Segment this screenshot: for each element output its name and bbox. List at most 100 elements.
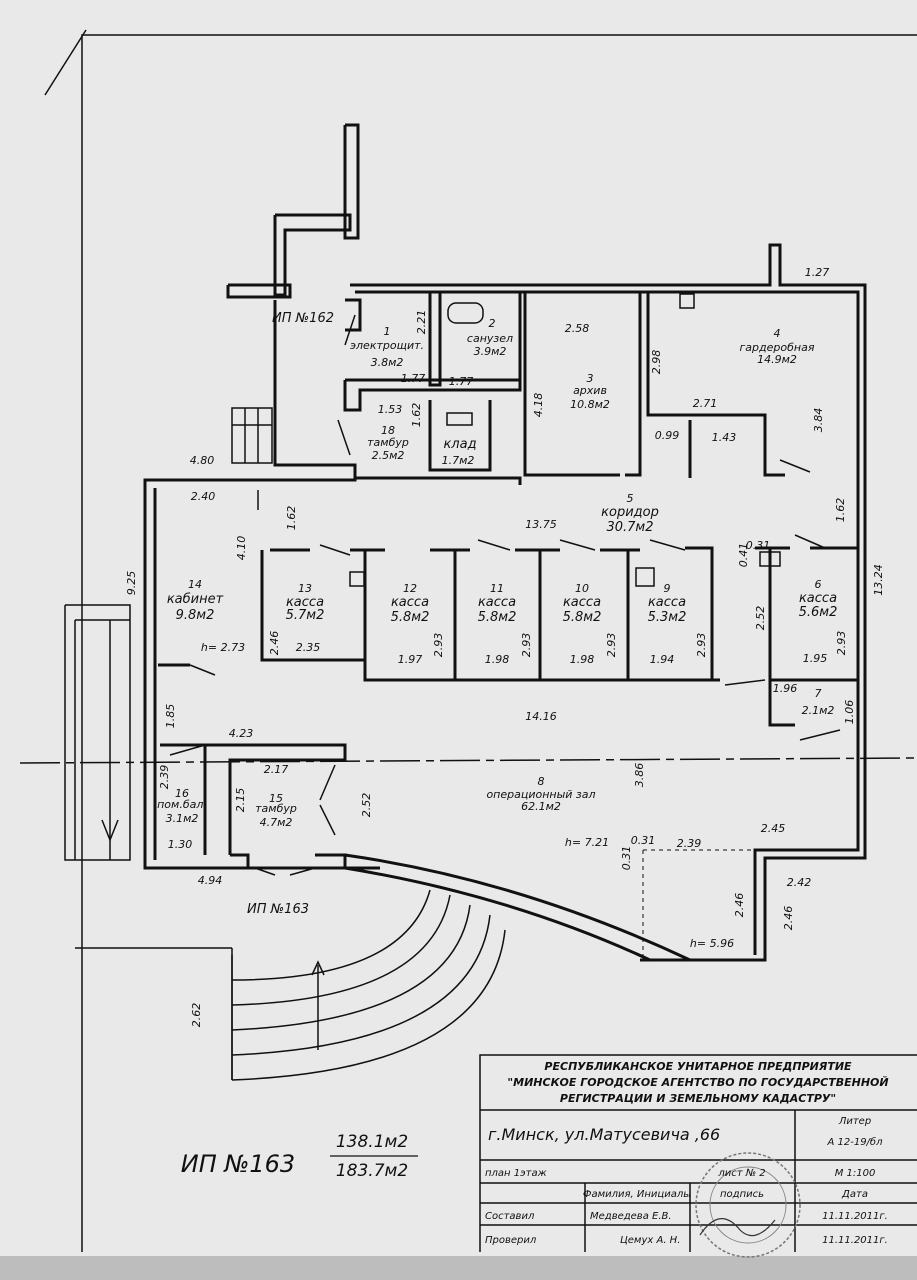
dimension-label: 1.77 <box>449 375 474 388</box>
svg-text:Фамилия, Инициалы: Фамилия, Инициалы <box>583 1189 691 1200</box>
svg-text:Составил: Составил <box>485 1211 535 1222</box>
svg-text:3.8м2: 3.8м2 <box>371 356 404 369</box>
dimension-label: 4.10 <box>235 536 248 561</box>
svg-text:коридор: коридор <box>601 505 659 520</box>
svg-text:3: 3 <box>587 372 594 385</box>
svg-text:архив: архив <box>573 384 607 397</box>
svg-text:электрощит.: электрощит. <box>350 339 424 352</box>
dimension-label: 2.21 <box>415 310 428 335</box>
dimension-label: 1.27 <box>805 266 830 279</box>
svg-text:10: 10 <box>575 582 589 595</box>
dimension-label: 9.25 <box>125 571 138 596</box>
dimension-label: 0.41 <box>737 543 750 568</box>
room-17: клад 1.7м2 <box>442 437 477 467</box>
svg-text:4.7м2: 4.7м2 <box>260 816 293 829</box>
summary-label: ИП №163 <box>181 1150 295 1178</box>
svg-text:касса: касса <box>563 595 601 610</box>
svg-text:16: 16 <box>175 787 189 800</box>
svg-text:3.1м2: 3.1м2 <box>166 812 199 825</box>
signature <box>699 1218 776 1237</box>
svg-text:5.8м2: 5.8м2 <box>563 610 602 625</box>
dimension-label: 1.62 <box>834 498 847 523</box>
svg-text:подпись: подпись <box>720 1189 764 1200</box>
svg-text:8: 8 <box>538 775 545 788</box>
dimension-label: 4.94 <box>198 874 223 887</box>
dimension-label: 4.23 <box>229 727 254 740</box>
stamp-seal <box>695 1152 801 1258</box>
dimension-label: 1.95 <box>803 652 828 665</box>
dimension-label: 1.62 <box>285 506 298 531</box>
svg-text:Проверил: Проверил <box>485 1235 537 1246</box>
dimension-label: 2.58 <box>565 322 590 335</box>
svg-text:план 1этаж: план 1этаж <box>485 1168 547 1179</box>
svg-text:Медведева Е.В.: Медведева Е.В. <box>590 1211 672 1222</box>
svg-text:тамбур: тамбур <box>255 802 297 815</box>
svg-text:касса: касса <box>648 595 686 610</box>
dimension-label: 2.93 <box>835 631 848 656</box>
dimension-label: 2.46 <box>268 631 281 656</box>
svg-text:6: 6 <box>815 578 822 591</box>
svg-text:2: 2 <box>489 317 496 330</box>
svg-text:Дата: Дата <box>841 1189 868 1200</box>
svg-text:14.9м2: 14.9м2 <box>757 353 797 366</box>
svg-text:9: 9 <box>664 582 671 595</box>
dimension-label: 2.46 <box>782 906 795 931</box>
svg-text:12: 12 <box>403 582 417 595</box>
area-summary: ИП №163 138.1м2 183.7м2 <box>181 1132 418 1181</box>
dimension-label: 1.98 <box>570 653 595 666</box>
svg-text:пом.бал.: пом.бал. <box>157 798 207 811</box>
dimension-label: 3.86 <box>633 763 646 788</box>
dimension-label: 1.30 <box>168 838 193 851</box>
dimension-label: 2.42 <box>787 876 812 889</box>
dimension-label: 14.16 <box>525 710 557 723</box>
dimension-label: 0.31 <box>631 834 656 847</box>
svg-text:11.11.2011г.: 11.11.2011г. <box>822 1211 888 1222</box>
svg-text:5: 5 <box>627 492 634 505</box>
dimension-label: 2.45 <box>761 822 786 835</box>
dimension-label: 2.52 <box>754 606 767 631</box>
svg-text:15: 15 <box>269 792 283 805</box>
svg-text:4: 4 <box>774 327 781 340</box>
dimension-label: 13.75 <box>525 518 557 531</box>
svg-text:11.11.2011г.: 11.11.2011г. <box>822 1235 888 1246</box>
dimension-label: 1.96 <box>773 682 798 695</box>
dimension-label: 2.52 <box>360 793 373 818</box>
svg-text:1.7м2: 1.7м2 <box>442 454 475 467</box>
svg-text:9.8м2: 9.8м2 <box>176 608 215 623</box>
svg-text:лист № 2: лист № 2 <box>717 1168 765 1179</box>
svg-text:1: 1 <box>384 325 391 338</box>
sheet-frame <box>44 29 917 1252</box>
svg-text:касса: касса <box>286 595 324 610</box>
plot-162-label: ИП №162 <box>272 311 334 326</box>
summary-main-area: 138.1м2 <box>336 1132 408 1152</box>
walls <box>19 123 917 1081</box>
plot-163-label: ИП №163 <box>247 902 309 917</box>
svg-text:2.5м2: 2.5м2 <box>372 449 405 462</box>
summary-total-area: 183.7м2 <box>336 1161 408 1181</box>
title-block: РЕСПУБЛИКАНСКОЕ УНИТАРНОЕ ПРЕДПРИЯТИЕ "М… <box>479 1054 917 1258</box>
dimension-label: 1.98 <box>485 653 510 666</box>
address: г.Минск, ул.Матусевича ,66 <box>488 1125 720 1144</box>
svg-text:гардеробная: гардеробная <box>740 341 815 354</box>
svg-text:Цемух А. Н.: Цемух А. Н. <box>620 1235 680 1246</box>
svg-text:клад: клад <box>443 437 476 452</box>
dimension-label: 2.93 <box>695 633 708 658</box>
svg-text:5.8м2: 5.8м2 <box>391 610 430 625</box>
svg-text:30.7м2: 30.7м2 <box>606 520 653 535</box>
svg-text:5.7м2: 5.7м2 <box>286 608 325 623</box>
dimension-label: 0.31 <box>746 539 771 552</box>
